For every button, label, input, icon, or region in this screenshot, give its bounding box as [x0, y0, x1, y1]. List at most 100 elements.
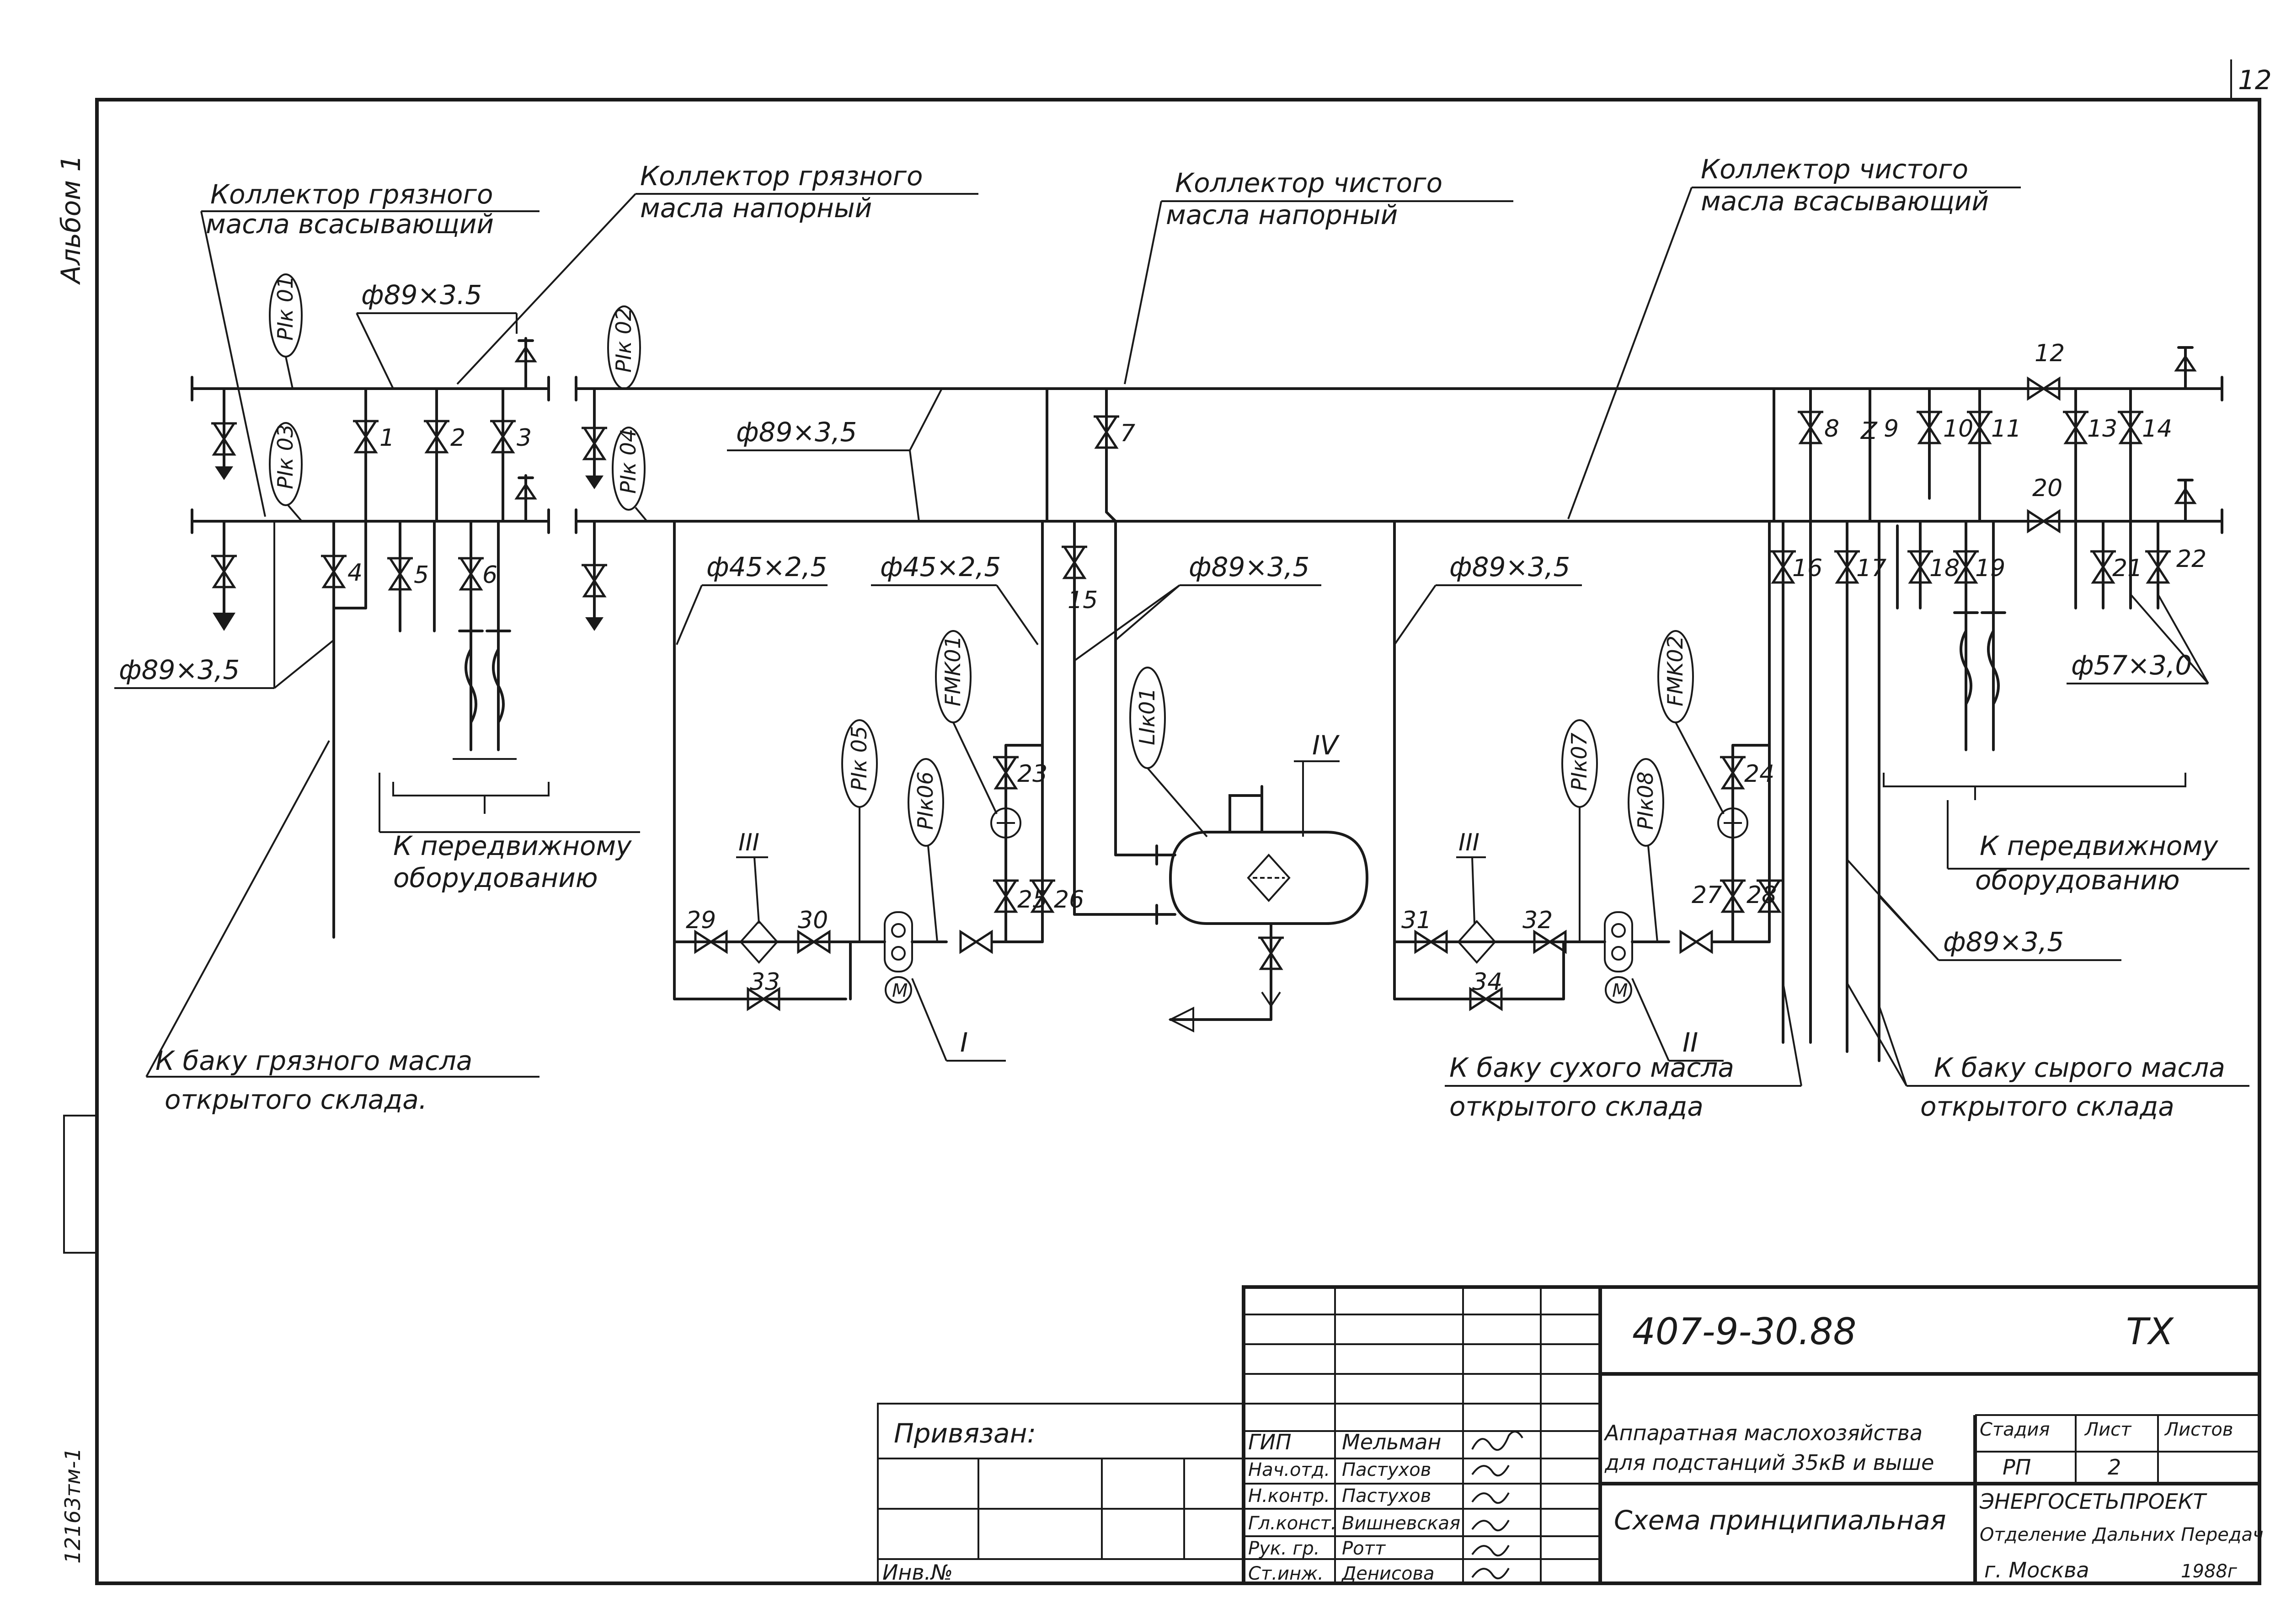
- svg-text:ф57×3,0: ф57×3,0: [2071, 650, 2192, 681]
- page-number: 12: [2238, 64, 2272, 96]
- headers-right: [575, 376, 2223, 534]
- svg-text:30: 30: [798, 907, 828, 934]
- svg-text:открытого склада: открытого склада: [1449, 1091, 1704, 1122]
- clean-pressure-header-label: Коллектор чистого масла напорный: [1124, 167, 1513, 385]
- pipe-size-label: ф89×3.5: [361, 279, 482, 310]
- to-dirty-tank: К баку грязного масла открытого склада.: [145, 740, 539, 1115]
- svg-text:25: 25: [1017, 886, 1047, 914]
- svg-text:для подстанций 35кВ и выше: для подстанций 35кВ и выше: [1604, 1450, 1934, 1475]
- svg-text:26: 26: [1054, 886, 1084, 914]
- pressure-indicator-pik08: [1628, 758, 1664, 847]
- svg-text:M: M: [1612, 980, 1628, 1001]
- svg-text:27: 27: [1692, 881, 1722, 909]
- svg-text:23: 23: [1017, 760, 1047, 788]
- valve-number: 5: [414, 561, 429, 589]
- svg-text:10: 10: [1943, 415, 1973, 443]
- margin-stamp-box: [63, 1115, 98, 1254]
- svg-text:масла всасывающий: масла всасывающий: [206, 208, 494, 240]
- pump-unit-1: ф45×2,5 ф45×2,5 29 30 33 III M: [673, 520, 1084, 1062]
- oil-tank-iv: [1169, 831, 1369, 925]
- title-block: Привязан: Инв.№ ГИП Мельман Нач.отд. Пас…: [877, 1285, 2264, 1585]
- svg-text:33: 33: [750, 968, 780, 996]
- clean-suction-header-label: Коллектор чистого масла всасывающий: [1567, 154, 2021, 519]
- svg-text:РП: РП: [2003, 1455, 2031, 1480]
- svg-text:7: 7: [1120, 420, 1135, 447]
- svg-text:24: 24: [1744, 760, 1774, 788]
- svg-text:Стадия: Стадия: [1980, 1419, 2050, 1440]
- svg-text:открытого склада: открытого склада: [1920, 1091, 2174, 1122]
- pressure-indicator-pik06: [908, 758, 944, 847]
- album-label: Альбом 1: [55, 155, 86, 285]
- svg-text:III: III: [1458, 829, 1479, 856]
- pressure-indicator-pik03: [269, 422, 303, 506]
- svg-text:12: 12: [2035, 340, 2065, 367]
- svg-text:Схема принципиальная: Схема принципиальная: [1614, 1505, 1946, 1536]
- svg-text:8: 8: [1824, 415, 1839, 443]
- svg-text:14: 14: [2142, 415, 2172, 443]
- to-raw-tank: К баку сырого масла открытого склада: [1846, 982, 2249, 1122]
- svg-text:9: 9: [1884, 415, 1899, 443]
- svg-text:К баку сухого масла: К баку сухого масла: [1449, 1052, 1734, 1083]
- svg-text:Отделение Дальних Передач: Отделение Дальних Передач: [1980, 1524, 2264, 1545]
- svg-text:22: 22: [2176, 545, 2206, 573]
- svg-text:Привязан:: Привязан:: [894, 1418, 1036, 1449]
- svg-text:16: 16: [1792, 555, 1822, 582]
- svg-text:15: 15: [1068, 587, 1098, 614]
- svg-text:Ст.инж.: Ст.инж.: [1248, 1563, 1324, 1584]
- svg-text:11: 11: [1991, 415, 2021, 443]
- valve-number: 4: [347, 559, 363, 587]
- svg-text:II: II: [1682, 1027, 1698, 1058]
- svg-text:Аппаратная маслохозяйства: Аппаратная маслохозяйства: [1603, 1421, 1923, 1445]
- svg-text:13: 13: [2087, 415, 2117, 443]
- svg-text:1988г: 1988г: [2181, 1561, 2238, 1582]
- svg-text:К баку грязного масла: К баку грязного масла: [155, 1045, 472, 1076]
- svg-text:Денисова: Денисова: [1341, 1563, 1435, 1584]
- headers-left: [191, 376, 550, 534]
- valve-number: 1: [379, 424, 395, 452]
- svg-text:Коллектор грязного: Коллектор грязного: [210, 179, 493, 210]
- svg-text:32: 32: [1522, 907, 1553, 934]
- svg-text:Инв.№: Инв.№: [882, 1560, 953, 1585]
- svg-text:34: 34: [1472, 968, 1502, 996]
- svg-text:17: 17: [1856, 555, 1886, 582]
- svg-text:ф45×2,5: ф45×2,5: [706, 551, 827, 582]
- svg-text:III: III: [738, 829, 759, 856]
- svg-text:FMK02: FMK02: [1663, 636, 1688, 706]
- valve-number: 6: [482, 561, 497, 589]
- svg-text:открытого склада.: открытого склада.: [165, 1084, 427, 1115]
- svg-text:Вишневская: Вишневская: [1342, 1513, 1460, 1534]
- svg-text:масла всасывающий: масла всасывающий: [1701, 186, 1989, 217]
- svg-text:масла напорный: масла напорный: [1166, 199, 1398, 230]
- svg-text:PIк 03: PIк 03: [273, 424, 298, 489]
- svg-text:20: 20: [2032, 475, 2062, 502]
- svg-text:407-9-30.88: 407-9-30.88: [1632, 1310, 1856, 1353]
- cap-symbol: Z: [1860, 417, 1878, 445]
- svg-text:PIк 01: PIк 01: [273, 276, 298, 341]
- svg-text:Лист: Лист: [2084, 1419, 2132, 1440]
- svg-text:21: 21: [2112, 555, 2142, 582]
- svg-text:PIк07: PIк07: [1567, 732, 1592, 791]
- svg-text:ГИП: ГИП: [1248, 1430, 1292, 1454]
- svg-text:Коллектор чистого: Коллектор чистого: [1701, 154, 1968, 185]
- pipe-size-label: ф89×3,5: [736, 417, 857, 448]
- svg-text:PIк 04: PIк 04: [616, 429, 641, 494]
- svg-text:оборудованию: оборудованию: [1975, 865, 2180, 896]
- dirty-suction-header-label: Коллектор грязного масла всасывающий: [200, 179, 539, 517]
- valve-number: 2: [450, 424, 465, 452]
- svg-text:ф89×3,5: ф89×3,5: [1943, 926, 2064, 957]
- svg-text:31: 31: [1401, 907, 1431, 934]
- svg-text:PIк 02: PIк 02: [611, 308, 636, 373]
- tank-section: 7 15 ф89×3,5 IV LIк01: [1046, 387, 1369, 1033]
- svg-text:28: 28: [1747, 881, 1777, 909]
- svg-text:К передвижному: К передвижному: [393, 830, 632, 861]
- svg-text:Коллектор чистого: Коллектор чистого: [1175, 167, 1442, 198]
- pump-unit-2: ф89×3,5 31 32 34 III M 24: [1393, 520, 1782, 1062]
- svg-text:Коллектор грязного: Коллектор грязного: [640, 160, 923, 192]
- svg-text:К баку сырого масла: К баку сырого масла: [1934, 1052, 2225, 1083]
- dirty-pressure-header-label: Коллектор грязного масла напорный: [456, 160, 978, 385]
- svg-text:Мельман: Мельман: [1342, 1430, 1441, 1454]
- svg-text:ф45×2,5: ф45×2,5: [880, 551, 1001, 582]
- svg-text:Листов: Листов: [2164, 1419, 2233, 1440]
- to-mobile-equipment-1: К передвижному оборудованию: [379, 773, 640, 893]
